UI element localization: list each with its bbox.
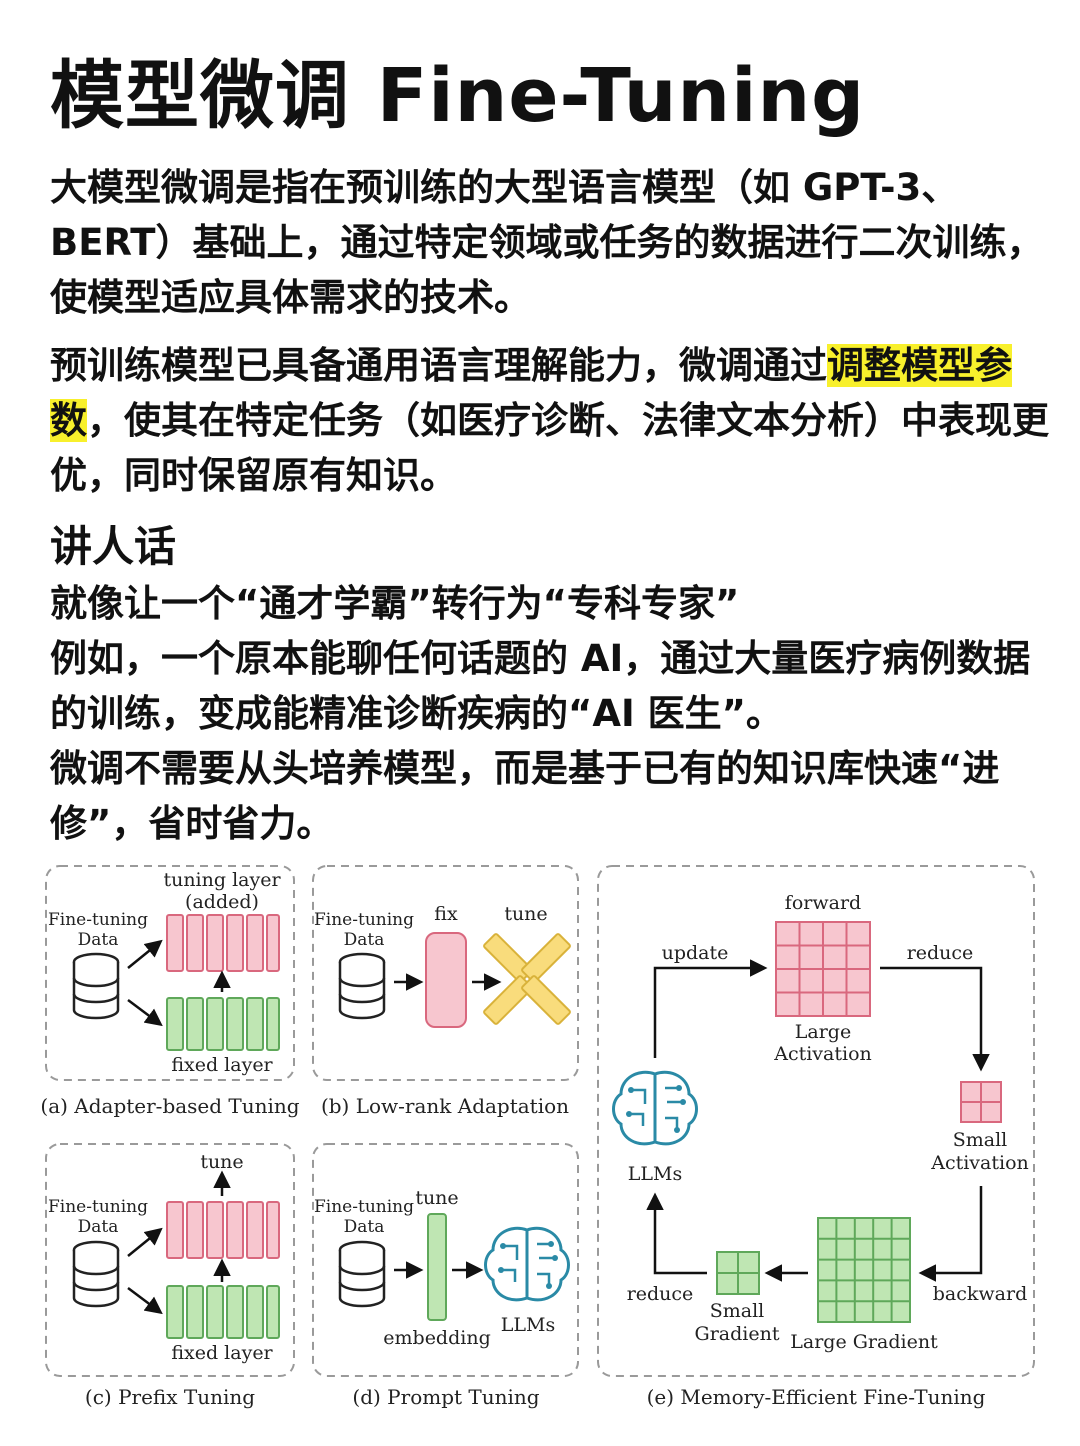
- panel-caption: (d) Prompt Tuning: [352, 1385, 539, 1409]
- large-activation-label: Activation: [773, 1043, 872, 1065]
- data-label: Data: [78, 1217, 119, 1237]
- llm-label: LLMs: [628, 1163, 682, 1185]
- tune-label: tune: [200, 1151, 243, 1173]
- data-label: Data: [344, 1217, 385, 1237]
- large-gradient-grid: [817, 1217, 911, 1323]
- panel-low-rank-adaptation: Fine-tuning Data fix tune (b) Low-rank A…: [312, 865, 579, 1118]
- fix-label: fix: [434, 903, 458, 925]
- large-activation-grid: [775, 921, 871, 1017]
- brain-icon: [484, 1226, 570, 1302]
- prompt-embedding-bar: [427, 1213, 447, 1321]
- panel-adapter-based-tuning: Fine-tuning Data tuning layer (added) fi…: [40, 865, 300, 1118]
- data-label: Fine-tuning: [48, 1197, 148, 1217]
- database-icon: [338, 952, 386, 1020]
- data-label: Data: [344, 930, 385, 950]
- plain-talk-body: 就像让一个“通才学霸”转行为“专科专家” 例如，一个原本能聊任何话题的 AI，通…: [50, 576, 1050, 851]
- fine-tuning-methods-diagram: Fine-tuning Data tuning layer (added) fi…: [40, 865, 1035, 1409]
- intro-text-1: 大模型微调是指在预训练的大型语言模型（如 GPT-3、BERT）基础上，通过特定…: [50, 166, 1044, 319]
- intro-text-2: 预训练模型已具备通用语言理解能力，微调通过调整模型参数，使其在特定任务（如医疗诊…: [50, 338, 1050, 503]
- data-label: Fine-tuning: [48, 910, 148, 930]
- reduce-label: reduce: [627, 1283, 694, 1305]
- large-activation-label: Large: [795, 1021, 851, 1043]
- panel-prompt-tuning: Fine-tuning Data tune embedding LLMs (d)…: [312, 1143, 579, 1409]
- intro-paragraph-2: 预训练模型已具备通用语言理解能力，微调通过调整模型参数，使其在特定任务（如医疗诊…: [50, 338, 1050, 503]
- data-label: Fine-tuning: [314, 1197, 414, 1217]
- data-label: Data: [78, 930, 119, 950]
- small-gradient-grid: [716, 1251, 760, 1295]
- update-label: update: [662, 942, 729, 964]
- fixed-layer-label: fixed layer: [171, 1054, 273, 1076]
- embedding-label: embedding: [383, 1327, 490, 1349]
- plain-talk-line-3: 微调不需要从头培养模型，而是基于已有的知识库快速“进修”，省时省力。: [50, 747, 1000, 845]
- database-icon: [72, 1240, 120, 1308]
- plain-talk-line-2: 例如，一个原本能聊任何话题的 AI，通过大量医疗病例数据的训练，变成能精准诊断疾…: [50, 637, 1031, 735]
- tuning-layer-bars: [166, 914, 280, 972]
- panel-prefix-tuning: Fine-tuning Data tune fixed layer (c) Pr…: [45, 1143, 295, 1409]
- panel-caption: (b) Low-rank Adaptation: [321, 1094, 569, 1118]
- intro-paragraph-1: 大模型微调是指在预训练的大型语言模型（如 GPT-3、BERT）基础上，通过特定…: [50, 160, 1050, 325]
- added-label: (added): [185, 891, 259, 913]
- panel-caption: (c) Prefix Tuning: [85, 1385, 255, 1409]
- tune-label: tune: [504, 903, 547, 925]
- tune-label: tune: [415, 1187, 458, 1209]
- small-activation-grid: [960, 1081, 1002, 1123]
- fixed-layer-bars: [166, 997, 280, 1051]
- forward-label: forward: [785, 892, 861, 914]
- panel-caption: (a) Adapter-based Tuning: [40, 1094, 299, 1118]
- small-activation-label: Small: [953, 1129, 1008, 1151]
- fixed-weight-block: [425, 932, 467, 1028]
- plain-talk-heading: 讲人话: [50, 522, 177, 571]
- data-label: Fine-tuning: [314, 910, 414, 930]
- panel-memory-efficient-fine-tuning: forward Large Activation update reduce S…: [597, 865, 1035, 1409]
- plain-talk-line-1: 就像让一个“通才学霸”转行为“专科专家”: [50, 582, 740, 625]
- fixed-layer-bars: [166, 1285, 280, 1339]
- backward-label: backward: [933, 1283, 1027, 1305]
- page-title: 模型微调 Fine-Tuning: [50, 53, 866, 139]
- low-rank-matrices: [483, 933, 571, 1025]
- intro-text-2-before: 预训练模型已具备通用语言理解能力，微调通过: [50, 344, 827, 387]
- tuning-layer-label: tuning layer: [163, 869, 281, 891]
- small-gradient-label: Small: [710, 1300, 765, 1322]
- database-icon: [338, 1240, 386, 1308]
- reduce-label: reduce: [907, 942, 974, 964]
- small-activation-label: Activation: [930, 1152, 1029, 1174]
- prefix-layer-bars: [166, 1201, 280, 1259]
- fixed-layer-label: fixed layer: [171, 1342, 273, 1364]
- large-gradient-label: Large Gradient: [790, 1331, 938, 1353]
- database-icon: [72, 952, 120, 1020]
- intro-text-2-after: ，使其在特定任务（如医疗诊断、法律文本分析）中表现更优，同时保留原有知识。: [50, 399, 1049, 497]
- llm-label: LLMs: [501, 1314, 555, 1336]
- panel-caption: (e) Memory-Efficient Fine-Tuning: [647, 1385, 986, 1409]
- small-gradient-label: Gradient: [695, 1323, 780, 1345]
- brain-icon: [612, 1070, 698, 1146]
